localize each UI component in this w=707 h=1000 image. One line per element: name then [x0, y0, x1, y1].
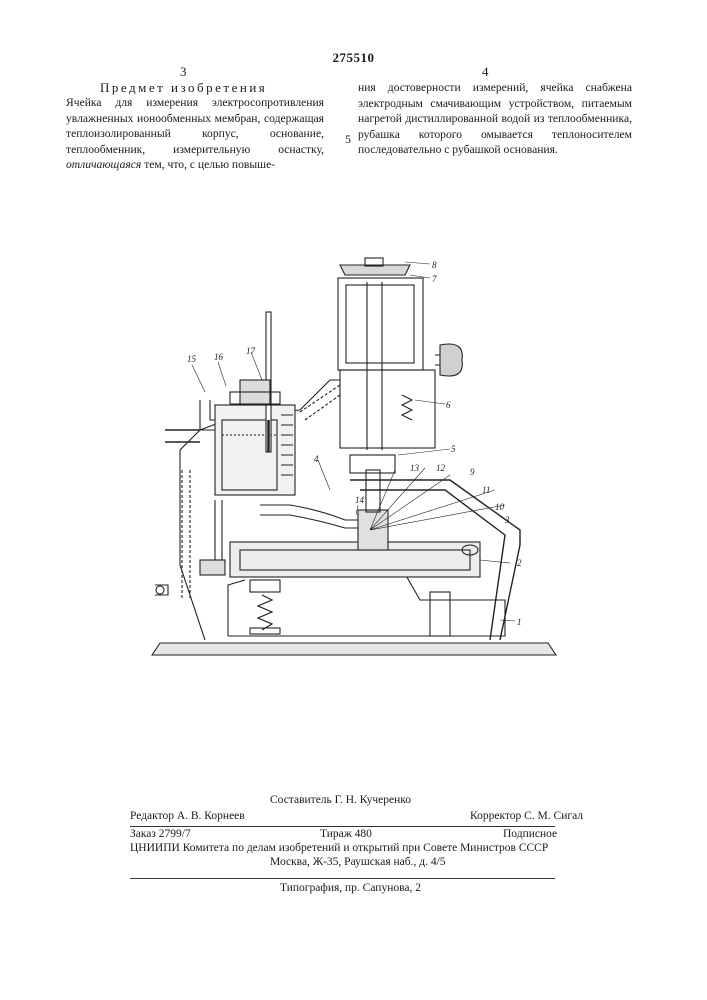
right-column-number: 4 [482, 64, 489, 80]
footer-organization: ЦНИИПИ Комитета по делам изобретений и о… [130, 842, 560, 854]
figure-label-17: 17 [246, 346, 256, 356]
claim-emphasis: отличающаяся [66, 158, 141, 171]
patent-number: 275510 [0, 50, 707, 66]
section-title: Предмет изобретения [100, 80, 300, 96]
water-tube [260, 505, 360, 528]
figure-label-5: 5 [451, 444, 456, 454]
claim-text-part1: Ячейка для измерения электросопротивлени… [66, 96, 324, 156]
claim-right-column: ния достоверности измерений, ячейка снаб… [358, 80, 632, 158]
figure-label-1: 1 [517, 617, 522, 627]
left-column-number: 3 [180, 64, 187, 80]
figure-label-14: 14 [355, 495, 365, 505]
technical-drawing: 1 2 3 4 5 6 7 8 9 10 11 12 13 14 15 16 1… [150, 245, 560, 665]
figure-label-16: 16 [214, 352, 224, 362]
footer-printer: Типография, пр. Сапунова, 2 [280, 882, 421, 894]
figure-label-4: 4 [314, 454, 319, 464]
figure-label-2: 2 [517, 558, 522, 568]
footer-compiler: Составитель Г. Н. Кучеренко [270, 794, 411, 806]
figure-label-11: 11 [482, 485, 490, 495]
claim-left-column: Ячейка для измерения электросопротивлени… [66, 95, 324, 173]
claim-text-part2: тем, что, с целью повыше- [141, 158, 275, 171]
base-chamber [230, 542, 480, 577]
figure-label-8: 8 [432, 260, 437, 270]
footer-editor: Редактор А. В. Корнеев [130, 810, 245, 822]
figure-label-9: 9 [470, 467, 475, 477]
figure-label-6: 6 [446, 400, 451, 410]
footer-corrector: Корректор С. М. Сигал [470, 810, 583, 822]
electrode-assembly [358, 510, 388, 550]
figure-label-7: 7 [432, 274, 437, 284]
line-number-marker: 5 [345, 132, 351, 147]
figure-label-15: 15 [187, 354, 197, 364]
figure-label-12: 12 [436, 463, 446, 473]
figure-label-13: 13 [410, 463, 420, 473]
footer-print-run: Тираж 480 [320, 828, 372, 840]
footer-divider-bottom [130, 878, 555, 879]
measuring-unit-housing [340, 370, 435, 448]
spring [258, 595, 272, 630]
footer-divider-top [130, 826, 555, 827]
side-knob [440, 344, 462, 376]
footer-order: Заказ 2799/7 [130, 828, 191, 840]
base-plate [152, 643, 556, 655]
footer-address: Москва, Ж-35, Раушская наб., д. 4/5 [270, 856, 446, 868]
heat-exchanger-vessel [215, 405, 295, 495]
footer-subscription: Подписное [503, 828, 557, 840]
figure-label-3: 3 [504, 515, 510, 525]
figure-label-10: 10 [495, 502, 505, 512]
